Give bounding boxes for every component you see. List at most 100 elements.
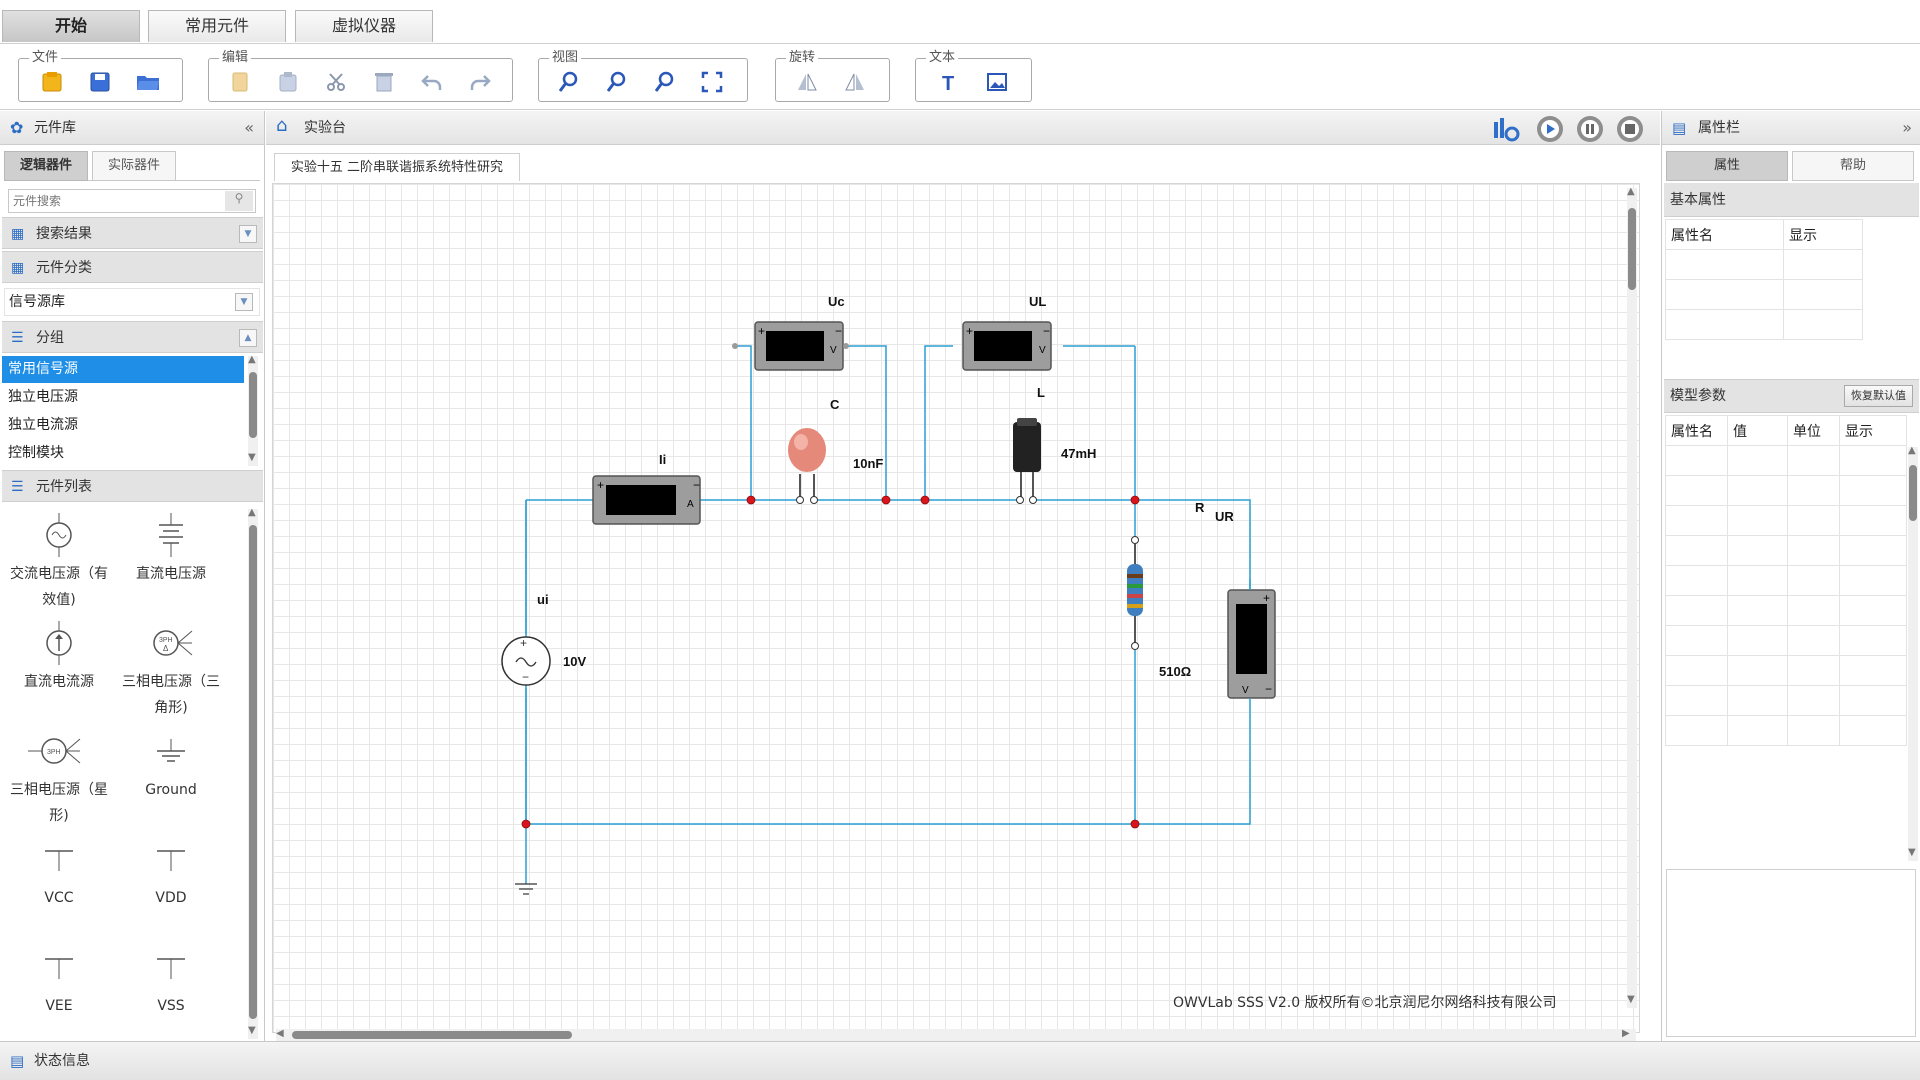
scroll-up-icon[interactable]: ▲ (248, 507, 256, 518)
fit-screen-icon[interactable] (697, 67, 727, 97)
tab-help[interactable]: 帮助 (1792, 151, 1914, 181)
list-item[interactable]: 独立电压源 (8, 389, 78, 405)
component-list-header: ☰ 元件列表 (2, 470, 263, 502)
component-vee[interactable]: VEE (4, 943, 114, 1049)
scroll-thumb[interactable] (1628, 208, 1636, 290)
tab-start[interactable]: 开始 (2, 10, 140, 42)
properties-icon: ▤ (1672, 119, 1687, 137)
zoom-in-icon[interactable] (553, 67, 583, 97)
component-vcc[interactable]: VCC (4, 835, 114, 941)
component-vdd[interactable]: VDD (116, 835, 226, 941)
image-tool-icon[interactable] (982, 67, 1012, 97)
component-dc-current-source[interactable]: 直流电流源 (4, 619, 114, 725)
restore-default-button[interactable]: 恢复默认值 (1844, 385, 1913, 407)
library-title: 元件库 (34, 120, 76, 136)
tab-logic-devices[interactable]: 逻辑器件 (4, 151, 88, 181)
undo-icon[interactable] (417, 67, 447, 97)
voltmeter-ur[interactable]: + − (1227, 579, 1276, 768)
column-header-unit: 单位 (1787, 415, 1840, 446)
scroll-down-icon[interactable]: ▼ (1627, 994, 1635, 1005)
list-item[interactable]: 控制模块 (8, 445, 64, 461)
svg-text:+: + (758, 324, 765, 338)
collapse-right-icon[interactable]: » (1902, 118, 1912, 137)
workbench-title: 实验台 (304, 120, 346, 136)
redo-icon[interactable] (465, 67, 495, 97)
component-three-phase-star[interactable]: 3PH 三相电压源（星形) (4, 727, 114, 833)
status-label: 状态信息 (34, 1053, 90, 1069)
ammeter-ii[interactable]: + − (592, 475, 701, 525)
capacitor[interactable] (788, 428, 826, 504)
scroll-down-icon[interactable]: ▼ (248, 1025, 256, 1036)
voltmeter-ul[interactable]: + − (962, 321, 1052, 371)
circuit-nodes (521, 495, 1140, 829)
list-item[interactable]: 常用信号源 (2, 356, 244, 383)
scroll-thumb[interactable] (249, 372, 257, 438)
component-label: 三相电压源（三角形) (122, 674, 220, 716)
group-header[interactable]: ☰ 分组 ▲ (2, 321, 263, 353)
pause-icon[interactable] (1576, 115, 1604, 147)
source-name: ui (537, 592, 549, 607)
chevron-down-icon[interactable]: ▼ (239, 225, 257, 243)
scroll-up-icon[interactable]: ▲ (1627, 186, 1635, 197)
component-dc-voltage-source[interactable]: 直流电压源 (116, 511, 226, 617)
model-params-scrollbar[interactable]: ▲ ▼ (1908, 445, 1918, 861)
workbench-header: ⌂ 实验台 (266, 111, 1660, 145)
flip-vertical-icon[interactable] (840, 67, 870, 97)
component-vss[interactable]: VSS (116, 943, 226, 1049)
run-icon[interactable] (1536, 115, 1564, 147)
component-ac-voltage-source[interactable]: 交流电压源（有效值) (4, 511, 114, 617)
tab-properties[interactable]: 属性 (1666, 151, 1788, 181)
scroll-thumb[interactable] (292, 1031, 572, 1039)
workbench: ⌂ 实验台 实验十五 二阶串联谐振系统特性研究 (266, 111, 1660, 1041)
tab-virtual-instruments[interactable]: 虚拟仪器 (295, 10, 433, 42)
canvas-horizontal-scrollbar[interactable]: ◀ ▶ (276, 1028, 1636, 1041)
scroll-down-icon[interactable]: ▼ (248, 452, 256, 463)
flip-horizontal-icon[interactable] (792, 67, 822, 97)
circuit-canvas[interactable]: + − ui 10V + − A Ii + − (272, 183, 1640, 1033)
chevron-down-icon[interactable]: ▼ (235, 293, 253, 311)
scroll-up-icon[interactable]: ▲ (1908, 445, 1916, 456)
search-input[interactable] (9, 190, 225, 212)
chevron-up-icon[interactable]: ▲ (239, 329, 257, 347)
source-value: 10V (563, 654, 586, 669)
category-select[interactable]: 信号源库 ▼ (4, 288, 260, 316)
tab-real-devices[interactable]: 实际器件 (92, 151, 176, 181)
scroll-up-icon[interactable]: ▲ (248, 354, 256, 365)
inductor[interactable] (1013, 418, 1041, 504)
capacitor-name: C (830, 397, 840, 412)
cut-icon[interactable] (321, 67, 351, 97)
scroll-down-icon[interactable]: ▼ (1908, 847, 1916, 858)
scroll-left-icon[interactable]: ◀ (276, 1028, 284, 1039)
component-ground[interactable]: Ground (116, 727, 226, 833)
stop-icon[interactable] (1616, 115, 1644, 147)
text-tool-icon[interactable]: T (934, 67, 964, 97)
component-list-scrollbar[interactable]: ▲ ▼ (248, 507, 258, 1039)
search-icon[interactable]: ⚲ (225, 191, 253, 211)
resistor[interactable] (1127, 536, 1143, 751)
scroll-thumb[interactable] (249, 525, 257, 1019)
document-tab[interactable]: 实验十五 二阶串联谐振系统特性研究 (274, 153, 520, 181)
ac-voltage-source[interactable]: + − (501, 500, 551, 824)
tab-common-components[interactable]: 常用元件 (148, 10, 286, 42)
scroll-thumb[interactable] (1909, 465, 1917, 521)
open-folder-icon[interactable] (133, 67, 163, 97)
paste-icon[interactable] (273, 67, 303, 97)
instrument-settings-icon[interactable] (1492, 116, 1520, 146)
save-icon[interactable] (85, 67, 115, 97)
voltmeter-uc-v-label: V (830, 345, 837, 356)
list-item[interactable]: 独立电流源 (8, 417, 78, 433)
voltmeter-uc[interactable]: + − (732, 321, 849, 371)
scroll-right-icon[interactable]: ▶ (1622, 1028, 1630, 1039)
voltmeter-ur-v-label: V (1242, 685, 1249, 696)
canvas-vertical-scrollbar[interactable]: ▲ ▼ (1627, 186, 1637, 1008)
delete-icon[interactable] (369, 67, 399, 97)
search-results-header[interactable]: ▦ 搜索结果 ▼ (2, 217, 263, 249)
copy-icon[interactable] (225, 67, 255, 97)
collapse-left-icon[interactable]: « (244, 118, 254, 137)
zoom-reset-icon[interactable] (649, 67, 679, 97)
zoom-out-icon[interactable] (601, 67, 631, 97)
svg-text:T: T (942, 73, 954, 94)
group-scrollbar[interactable]: ▲ ▼ (248, 354, 258, 466)
new-file-icon[interactable] (37, 67, 67, 97)
